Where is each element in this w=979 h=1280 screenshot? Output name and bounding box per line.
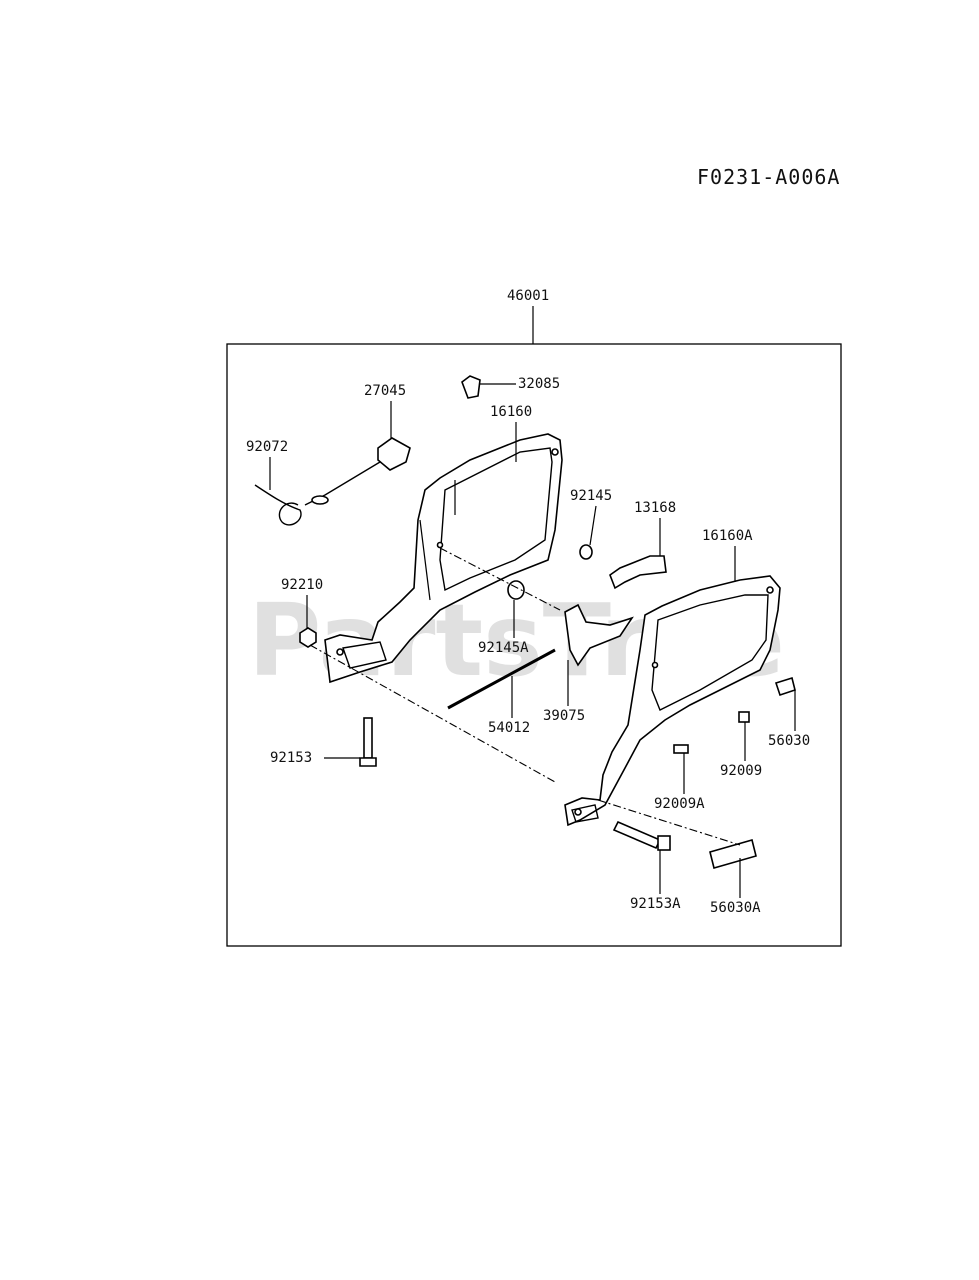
part-32085-shape[interactable] xyxy=(461,375,481,399)
callout-92153[interactable]: 92153 xyxy=(270,750,312,766)
assembly-label[interactable]: 46001 xyxy=(507,288,549,304)
callout-92210[interactable]: 92210 xyxy=(281,577,323,593)
part-92210-shape[interactable] xyxy=(299,627,317,648)
part-92145-shape[interactable] xyxy=(579,544,593,560)
assembly-line xyxy=(439,547,561,611)
callout-54012[interactable]: 54012 xyxy=(488,720,530,736)
callout-92153a[interactable]: 92153A xyxy=(630,896,681,912)
callout-56030a[interactable]: 56030A xyxy=(710,900,761,916)
callout-92145a[interactable]: 92145A xyxy=(478,640,529,656)
callout-27045[interactable]: 27045 xyxy=(364,383,406,399)
callout-39075[interactable]: 39075 xyxy=(543,708,585,724)
callout-92072[interactable]: 92072 xyxy=(246,439,288,455)
assembly-line xyxy=(309,644,556,783)
cover-16160a-shape[interactable] xyxy=(564,575,781,827)
part-27045-shape[interactable] xyxy=(304,437,411,506)
part-92153a-shape[interactable] xyxy=(612,820,671,851)
assembly-frame xyxy=(226,343,842,947)
leader-92145 xyxy=(589,505,597,546)
callout-92009a[interactable]: 92009A xyxy=(654,796,705,812)
part-92009a-shape[interactable] xyxy=(673,744,689,754)
part-56030a-shape[interactable] xyxy=(709,839,757,869)
part-92072-shape[interactable] xyxy=(254,484,302,526)
callout-16160a[interactable]: 16160A xyxy=(702,528,753,544)
assembly-line xyxy=(597,799,741,846)
part-13168-shape[interactable] xyxy=(609,555,667,590)
callout-16160[interactable]: 16160 xyxy=(490,404,532,420)
part-92153-shape[interactable] xyxy=(359,717,377,767)
callout-13168[interactable]: 13168 xyxy=(634,500,676,516)
cover-16160-shape[interactable] xyxy=(324,433,563,684)
callout-92009[interactable]: 92009 xyxy=(720,763,762,779)
part-54012-shape[interactable] xyxy=(447,648,556,710)
callout-92145[interactable]: 92145 xyxy=(570,488,612,504)
callout-32085[interactable]: 32085 xyxy=(518,376,560,392)
part-39075-shape[interactable] xyxy=(564,603,634,667)
part-92009-shape[interactable] xyxy=(738,711,750,723)
figure-code: F0231-A006A xyxy=(697,165,840,189)
callout-56030[interactable]: 56030 xyxy=(768,733,810,749)
